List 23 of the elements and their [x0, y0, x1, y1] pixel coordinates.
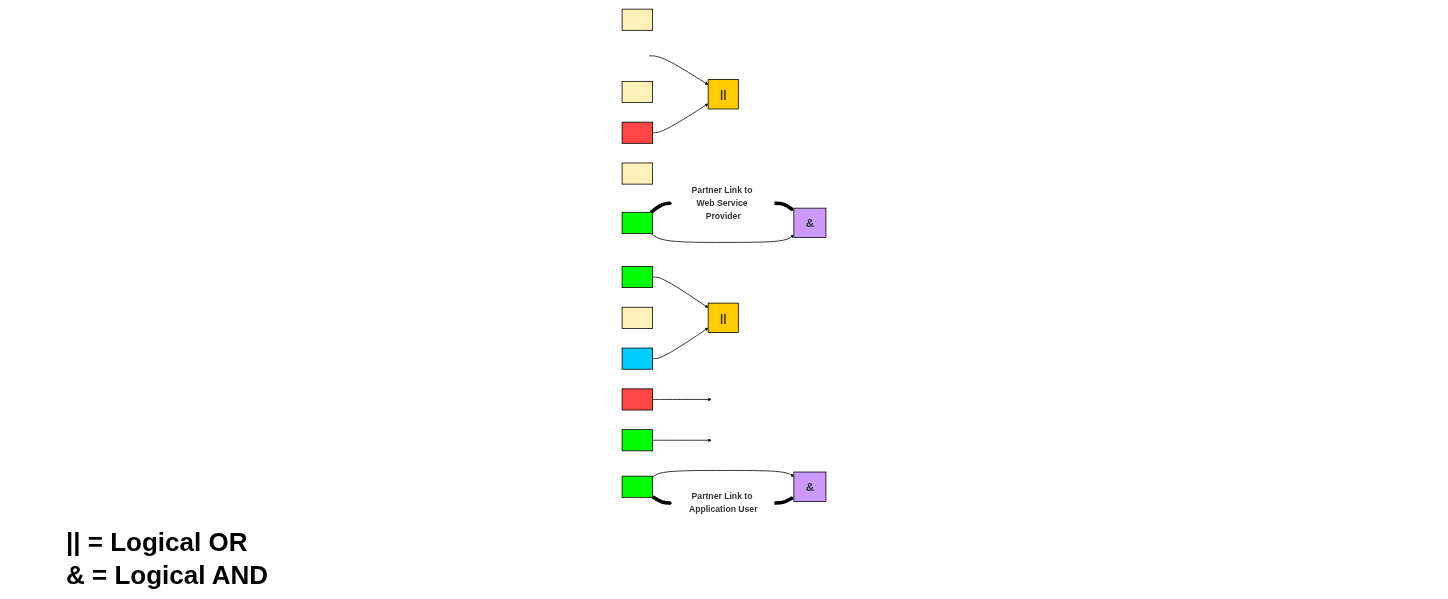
node-box — [621, 306, 653, 329]
node-text: Partner Link to Web Service Provider — [691, 185, 753, 222]
node-text: Partner Link to Application User — [688, 491, 758, 515]
node-box — [621, 388, 653, 411]
node-box — [621, 211, 653, 234]
node-box: & — [793, 471, 827, 502]
node-box — [621, 80, 653, 103]
arrow — [651, 495, 673, 505]
arrow — [649, 201, 673, 214]
legend-note: & = Logical AND — [66, 560, 269, 591]
node-box: || — [707, 302, 739, 333]
node-box — [621, 266, 653, 288]
arrow — [774, 201, 794, 212]
arrow — [774, 496, 794, 505]
node-box — [621, 475, 653, 498]
node-box — [621, 347, 653, 370]
node-box: & — [793, 207, 827, 238]
legend-note: || = Logical OR — [66, 527, 249, 558]
node-box — [621, 8, 653, 31]
node-box — [621, 429, 653, 452]
node-box — [621, 121, 653, 144]
node-box — [621, 162, 653, 185]
node-box: || — [707, 79, 739, 110]
